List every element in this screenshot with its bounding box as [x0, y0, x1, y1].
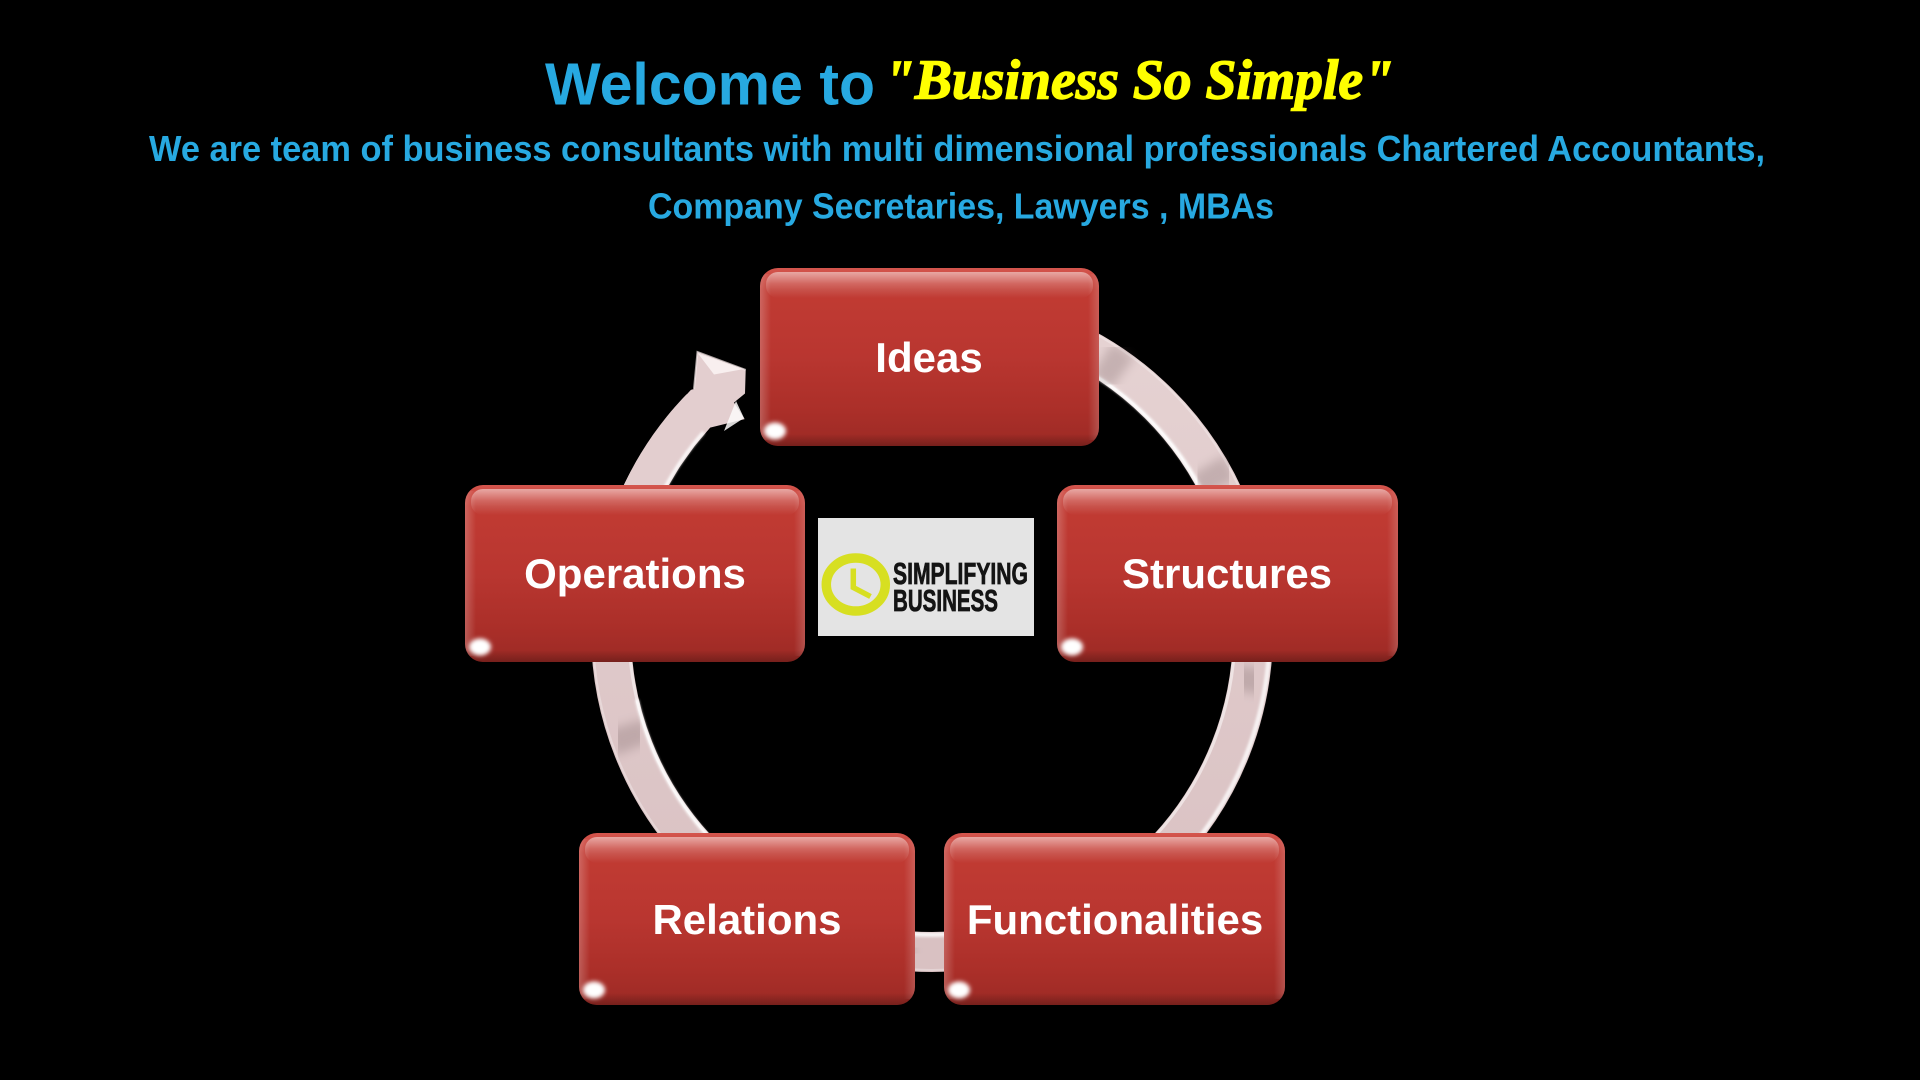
svg-text:BUSINESS: BUSINESS	[893, 583, 998, 618]
svg-text:Operations: Operations	[524, 550, 746, 597]
svg-text:Welcome to: Welcome to	[545, 52, 875, 118]
svg-text:Ideas: Ideas	[875, 334, 982, 381]
svg-text:SIMPLIFYING: SIMPLIFYING	[893, 556, 1028, 591]
svg-text:Structures: Structures	[1122, 550, 1332, 597]
svg-text:"Business So Simple": "Business So Simple"	[884, 50, 1394, 112]
svg-text:Functionalities: Functionalities	[967, 896, 1263, 943]
svg-text:We are team of business consul: We are team of business consultants with…	[149, 128, 1765, 169]
svg-text:Company Secretaries, Lawyers ,: Company Secretaries, Lawyers , MBAs	[648, 185, 1274, 226]
svg-text:Relations: Relations	[652, 896, 841, 943]
